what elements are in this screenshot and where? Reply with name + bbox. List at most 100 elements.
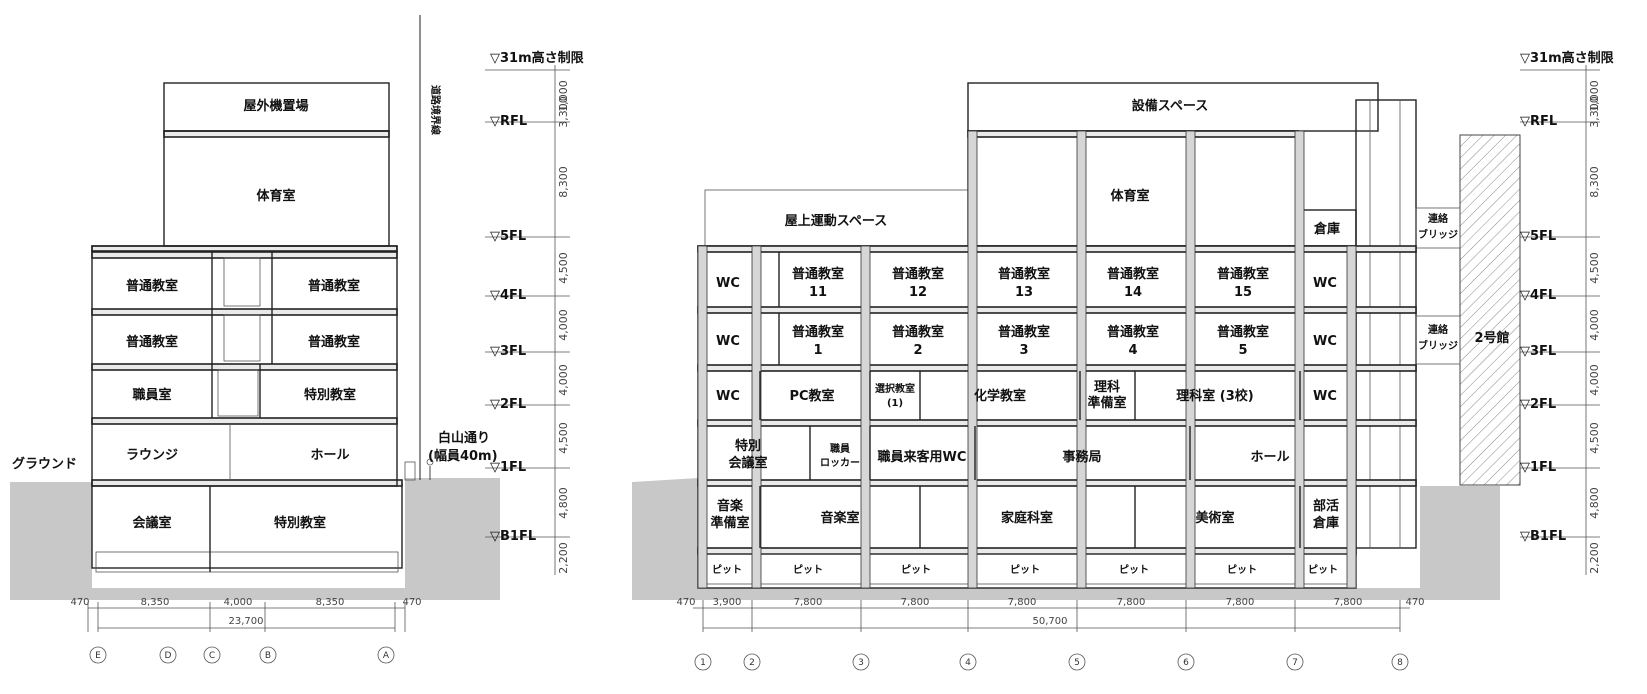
right-axis-3: 3	[858, 658, 864, 668]
room-c5-a: 普通教室	[1217, 324, 1269, 340]
left-slab-4f	[91, 251, 398, 259]
room-elective-b: (1)	[887, 398, 903, 409]
level-4fl-left: ▽4FL	[490, 288, 526, 303]
room-art: 美術室	[1195, 510, 1234, 526]
story-h-1-right: 3,300	[1588, 96, 1601, 128]
room-special-b1: 特別教室	[274, 515, 326, 531]
room-science: 理科室 (3校)	[1176, 388, 1253, 404]
left-axis-b: B	[265, 651, 271, 661]
level-5fl-right: ▽5FL	[1520, 229, 1556, 244]
story-h-7-left: 4,800	[557, 487, 570, 519]
right-level-column	[1520, 65, 1600, 575]
right-slab-3f	[697, 364, 1417, 372]
left-section: 屋外機置場 体育室 普通教室 普通教室 普通教室 普通教室 職員室 特別教室 ラ…	[10, 15, 500, 664]
bridge-lower	[1415, 315, 1461, 365]
room-music: 音楽室	[820, 510, 859, 526]
right-slab-5f	[697, 245, 1417, 253]
room-staff-locker-b: ロッカー	[820, 457, 860, 469]
bridge-upper	[1415, 207, 1461, 249]
room-sci-prep-a: 理科	[1094, 379, 1120, 395]
right-dim-6: 7,800	[1226, 597, 1255, 608]
room-meeting: 会議室	[132, 515, 171, 531]
story-h-0-left: 1,000	[557, 80, 570, 112]
building2-label: 2号館	[1474, 330, 1509, 346]
bridge-lower-label-2: ブリッジ	[1418, 339, 1458, 352]
level-2fl-left: ▽2FL	[490, 397, 526, 412]
right-slab-4f	[697, 306, 1417, 314]
right-slab-rf	[967, 130, 1299, 138]
room-special-2f: 特別教室	[304, 387, 356, 403]
level-rfl-left: ▽RFL	[490, 114, 527, 129]
room-wc-2l: WC	[716, 389, 740, 404]
pit-3: ピット	[901, 564, 931, 576]
level-5fl-left: ▽5FL	[490, 229, 526, 244]
room-home-ec: 家庭科室	[1001, 510, 1053, 526]
left-slab-rf	[163, 130, 390, 138]
right-dim-2: 7,800	[794, 597, 823, 608]
room-lounge: ラウンジ	[126, 448, 178, 463]
room-classroom-4-right: 普通教室	[308, 278, 360, 294]
room-club-a: 部活	[1313, 498, 1339, 514]
room-c14-b: 14	[1124, 285, 1142, 300]
level-rfl-right: ▽RFL	[1520, 114, 1557, 129]
room-c13-b: 13	[1015, 285, 1033, 300]
right-dim-4: 7,800	[1008, 597, 1037, 608]
room-wc-2r: WC	[1313, 389, 1337, 404]
story-h-7-right: 4,800	[1588, 487, 1601, 519]
room-wc-4l: WC	[716, 276, 740, 291]
pit-5: ピット	[1119, 564, 1149, 576]
story-h-2-left: 8,300	[557, 166, 570, 198]
room-storage-5f: 倉庫	[1313, 221, 1340, 237]
room-special-meet-b: 会議室	[728, 455, 767, 471]
left-axis-e: E	[95, 651, 101, 661]
right-section	[632, 82, 1521, 632]
road-label-name: 白山通り	[438, 430, 490, 446]
left-slab-5f	[91, 245, 398, 252]
left-ground	[10, 478, 500, 600]
pit-2: ピット	[793, 564, 823, 576]
level-4fl-right: ▽4FL	[1520, 288, 1556, 303]
room-wc-3l: WC	[716, 334, 740, 349]
room-guest-wc: 職員来客用WC	[878, 449, 967, 465]
level-height-limit-left: ▽31m高さ制限	[490, 50, 585, 66]
left-dim-3: 8,350	[316, 597, 345, 608]
room-roof-sports: 屋上運動スペース	[785, 213, 887, 229]
story-h-5-left: 4,000	[557, 364, 570, 396]
ground-label: グラウンド	[12, 456, 77, 472]
room-gym-right: 体育室	[1110, 188, 1149, 204]
room-sci-prep-b: 準備室	[1087, 395, 1126, 411]
room-c11-a: 普通教室	[792, 266, 844, 282]
level-1fl-right: ▽1FL	[1520, 460, 1556, 475]
pit-6: ピット	[1227, 564, 1257, 576]
story-h-8-right: 2,200	[1588, 542, 1601, 574]
left-slab-3f	[91, 308, 398, 316]
room-c13-a: 普通教室	[998, 266, 1050, 282]
room-c5-b: 5	[1238, 343, 1247, 358]
story-h-0-right: 1,000	[1588, 80, 1601, 112]
bridge-upper-label-1: 連絡	[1428, 212, 1449, 225]
left-slab-b1	[91, 479, 403, 487]
left-level-column	[485, 65, 570, 575]
building2-block	[1459, 134, 1521, 486]
room-music-prep-b: 準備室	[710, 515, 749, 531]
level-3fl-right: ▽3FL	[1520, 344, 1556, 359]
right-slab-b1	[697, 547, 1357, 555]
room-wc-3r: WC	[1313, 334, 1337, 349]
story-h-3-left: 4,500	[557, 252, 570, 284]
story-h-1-left: 3,300	[557, 96, 570, 128]
pit-4: ピット	[1010, 564, 1040, 576]
room-music-prep-a: 音楽	[717, 498, 744, 514]
road-label-width: (幅員40m)	[428, 448, 498, 464]
level-3fl-left: ▽3FL	[490, 344, 526, 359]
road-boundary-label: 道路境界線	[429, 85, 442, 135]
room-pc: PC教室	[789, 388, 834, 404]
left-axis-a: A	[383, 651, 390, 661]
left-dim-4: 470	[402, 597, 421, 608]
left-slab-2f	[91, 363, 398, 371]
room-c3-b: 3	[1019, 343, 1028, 358]
story-h-2-right: 8,300	[1588, 166, 1601, 198]
room-c4-b: 4	[1128, 343, 1137, 358]
left-grid-axes	[89, 646, 395, 664]
pit-7: ピット	[1308, 564, 1338, 576]
